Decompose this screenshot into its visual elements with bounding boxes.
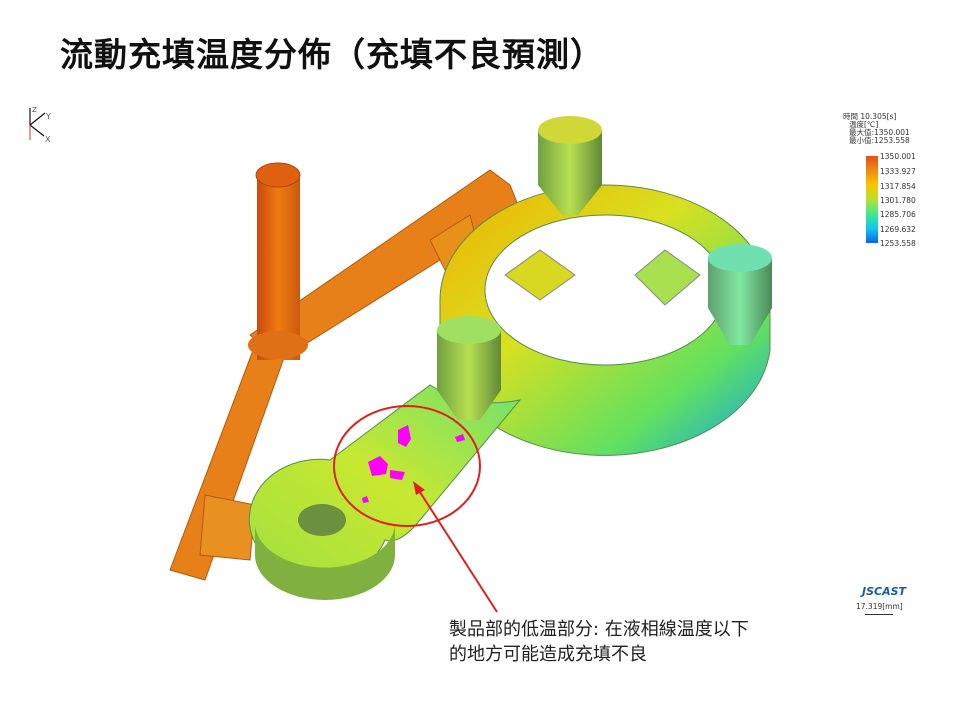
scale-bar [865, 614, 893, 615]
annotation-caption: 製品部的低温部分: 在液相線温度以下 的地方可能造成充填不良 [449, 617, 749, 667]
max-value: 最大值:1350.001 [849, 128, 910, 137]
ring-boss-left [504, 249, 576, 301]
riser-right [708, 244, 772, 345]
caption-line-1: 製品部的低温部分: 在液相線温度以下 [449, 619, 749, 640]
axis-z-label: Z [32, 106, 37, 114]
riser-top [538, 116, 602, 215]
scale-label: 17.319[mm] [856, 602, 903, 611]
legend-tick: 1269.632 [880, 225, 916, 234]
lever-hole [298, 504, 346, 536]
legend-tick: 1317.854 [880, 182, 916, 191]
slide-title: 流動充填温度分佈（充填不良預測） [60, 35, 604, 74]
legend-tick: 1333.927 [880, 167, 916, 176]
caption-line-2: 的地方可能造成充填不良 [449, 644, 647, 665]
jscast-logo: JSCAST [862, 585, 907, 598]
time-label: 時間 10.305[s] [843, 112, 897, 121]
legend-tick: 1285.706 [880, 210, 916, 219]
axis-x-label: X [45, 135, 51, 144]
arrow-head [413, 481, 425, 495]
color-scale-bar [866, 156, 878, 243]
annotation-arrow [417, 488, 498, 613]
riser-left [437, 316, 501, 420]
min-value: 最小值:1253.558 [849, 136, 910, 145]
gate-lower [199, 494, 256, 561]
quantity-label: 温度[℃] [849, 120, 879, 129]
sprue [248, 162, 308, 360]
axis-y-label: Y [45, 112, 51, 121]
lever-end-side [254, 520, 395, 600]
legend-tick: 1301.780 [880, 196, 916, 205]
temperature-legend: 時間 10.305[s] 温度[℃] 最大值:1350.001 最小值:1253… [843, 113, 910, 145]
legend-tick: 1350.001 [880, 152, 916, 161]
ring-boss-right [634, 249, 701, 306]
low-temperature-defects [362, 425, 465, 503]
legend-tick: 1253.558 [880, 239, 916, 248]
defect-highlight-circle [333, 405, 481, 527]
axis-indicator: Y X Z [29, 106, 51, 144]
